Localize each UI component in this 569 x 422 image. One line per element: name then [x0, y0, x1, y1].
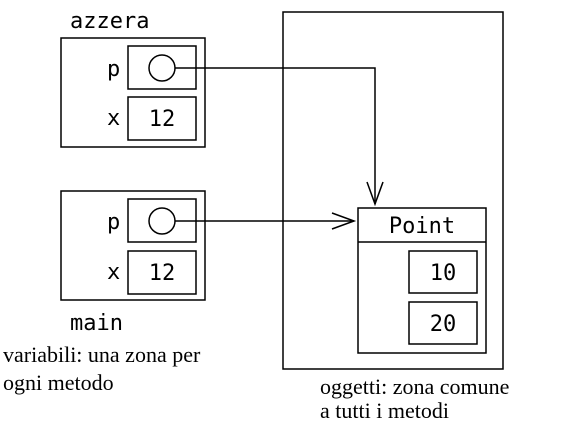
frame-azzera-label: azzera — [70, 9, 149, 34]
objects-caption-line2: a tutti i metodi — [320, 398, 449, 422]
point-field-2-cell — [408, 301, 478, 345]
frame-azzera-var-p-label: p — [107, 57, 120, 82]
variables-caption-line2: ogni metodo — [3, 370, 114, 395]
point-field-1-value: 10 — [430, 261, 457, 286]
frame-main-x-value: 12 — [149, 261, 176, 286]
azzera-p-arrowhead — [366, 181, 384, 207]
frame-main-x-cell — [127, 250, 197, 295]
frame-main-p-reference-dot — [148, 207, 176, 235]
frame-main-var-x-label: x — [107, 260, 120, 285]
frame-azzera-var-x-label: x — [107, 106, 120, 131]
frame-azzera-x-value: 12 — [149, 107, 176, 132]
point-object-class-name: Point — [389, 214, 455, 239]
main-p-arrowhead — [331, 212, 357, 230]
variables-caption-line1: variabili: una zona per — [3, 342, 201, 367]
frame-main-label: main — [70, 311, 123, 336]
frame-azzera-p-reference-dot — [148, 54, 176, 82]
azzera-p-reference-arrow — [175, 67, 376, 204]
point-field-2-value: 20 — [430, 312, 457, 337]
frame-main-var-p-label: p — [107, 210, 120, 235]
frame-azzera-x-cell — [127, 96, 197, 141]
objects-caption-line1: oggetti: zona comune — [320, 374, 509, 399]
point-field-1-cell — [408, 250, 478, 294]
